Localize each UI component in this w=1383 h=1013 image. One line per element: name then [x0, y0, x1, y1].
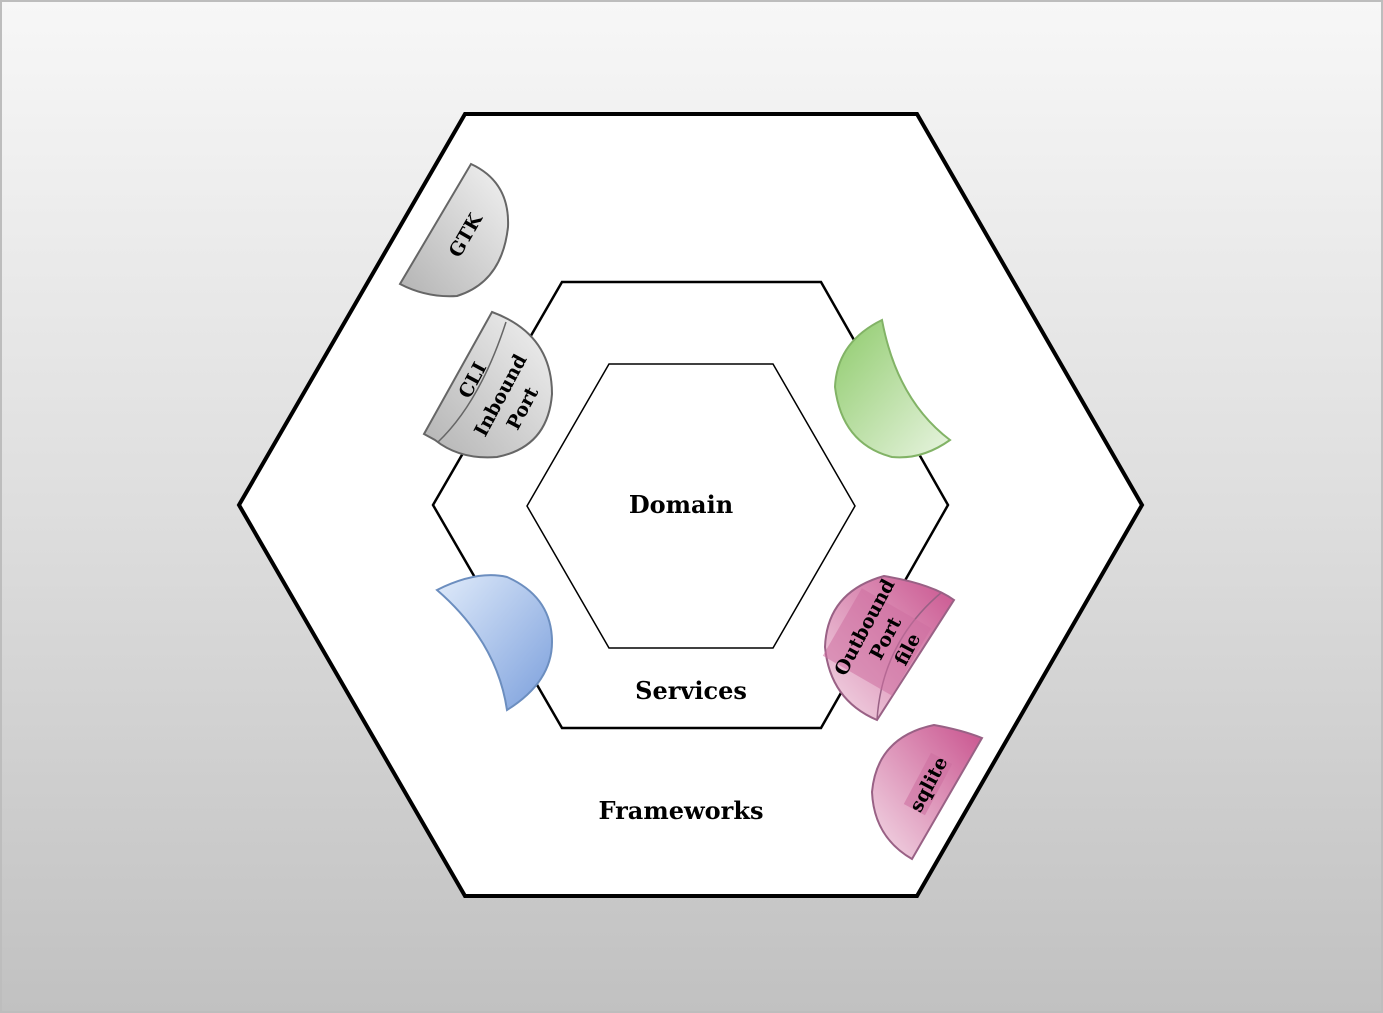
- sqlite-adapter-shape: [870, 723, 984, 861]
- green-adapter-shape: [833, 318, 952, 459]
- gtk-adapter-shape: [398, 162, 510, 298]
- services-label: Services: [635, 676, 747, 705]
- domain-hexagon: [526, 363, 856, 649]
- domain-label: Domain: [629, 490, 733, 519]
- blue-adapter-shape: [435, 574, 554, 712]
- cli-inbound-port-shape: [422, 310, 554, 459]
- frameworks-label: Frameworks: [599, 796, 764, 825]
- outbound-port-file-shape: [822, 574, 956, 722]
